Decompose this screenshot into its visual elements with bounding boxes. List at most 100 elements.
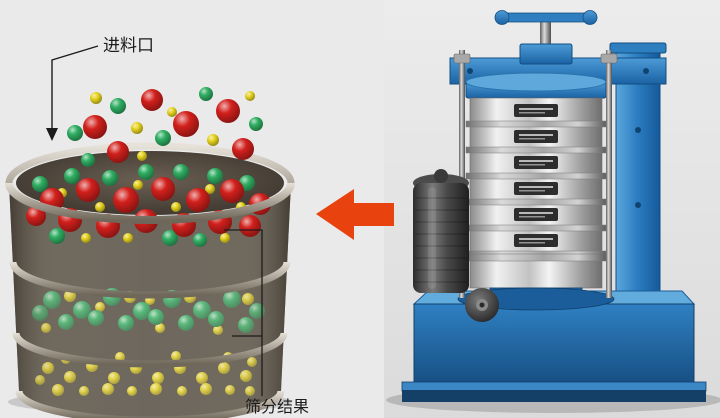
ball-red	[113, 187, 139, 213]
ball-green	[81, 153, 95, 167]
ball-yellow	[137, 151, 147, 161]
ball-green	[138, 164, 154, 180]
clamp-handle-ball-right	[582, 10, 598, 25]
motor-highlight	[428, 187, 436, 289]
sieve-rim-band	[465, 172, 607, 180]
ball-green	[110, 98, 126, 114]
motor-cap	[434, 169, 448, 183]
support-column	[615, 49, 661, 293]
sieve-label-plate	[514, 104, 558, 117]
feed-inlet-label: 进料口	[103, 36, 154, 55]
sieve-rim-band	[465, 198, 607, 206]
bottom-rim	[15, 390, 285, 418]
sieve-label-text-line	[519, 138, 545, 140]
sieve-label-plate	[514, 208, 558, 221]
feed-inlet-arrowhead	[46, 128, 58, 141]
ball-red	[186, 188, 210, 212]
base-front	[413, 303, 695, 385]
ball-red	[216, 99, 240, 123]
ball-yellow	[95, 202, 105, 212]
ball-green	[249, 117, 263, 131]
result-bracket-lower	[232, 335, 263, 396]
ball-green	[199, 87, 213, 101]
eccentric-bolt	[479, 302, 485, 308]
sieve-label-text-line	[519, 242, 545, 244]
screening-result-label: 筛分结果	[245, 397, 309, 416]
ball-red	[107, 141, 129, 163]
sieve-label-plate	[514, 130, 558, 143]
sieve-illustration	[5, 87, 295, 418]
ball-green	[32, 176, 48, 192]
ball-red	[83, 115, 107, 139]
ball-red	[220, 179, 244, 203]
sieve-label-text-line	[519, 108, 553, 110]
ball-yellow	[131, 122, 143, 134]
beam-bolt	[643, 68, 649, 74]
sieve-label-text-line	[519, 190, 545, 192]
ball-green	[102, 170, 118, 186]
ball-yellow	[90, 92, 102, 104]
motor-ribs	[415, 197, 467, 283]
result-bracket-upper	[224, 229, 263, 336]
ball-yellow	[81, 233, 91, 243]
clamp-stem	[540, 20, 551, 48]
base-flange	[402, 390, 706, 402]
ball-red	[141, 89, 163, 111]
sieve-label-text-line	[519, 134, 553, 136]
feed-inlet-leader	[51, 45, 99, 130]
middle-rim	[9, 261, 291, 299]
sieve-label-plate	[514, 156, 558, 169]
ball-red	[151, 177, 175, 201]
guide-rod-right	[606, 50, 612, 298]
column-bolt	[635, 127, 641, 133]
ball-green	[64, 168, 80, 184]
column-cap	[609, 42, 667, 54]
sieve-lid-top	[465, 72, 607, 92]
ball-red	[76, 178, 100, 202]
ball-yellow	[205, 184, 215, 194]
rod-nut-left	[453, 53, 471, 64]
sieve-label-text-line	[519, 186, 553, 188]
falling-balls	[67, 87, 263, 167]
sieve-rim-band	[465, 224, 607, 232]
ball-green	[193, 233, 207, 247]
sieve-label-text-line	[519, 212, 553, 214]
ball-red	[173, 111, 199, 137]
sieve-rim-band	[465, 120, 607, 128]
ball-yellow	[245, 91, 255, 101]
guide-rod-left	[459, 50, 465, 298]
ball-yellow	[171, 202, 181, 212]
lower-rim	[12, 332, 288, 368]
ball-yellow	[207, 134, 219, 146]
rod-nut-right	[600, 53, 618, 64]
sieve-rim-band	[465, 146, 607, 154]
sieve-label-text-line	[519, 216, 545, 218]
base-flange-lip	[401, 381, 707, 392]
sieve-label-text-line	[519, 238, 553, 240]
clamp-block	[519, 43, 573, 65]
column-bolt	[635, 202, 641, 208]
sieve-label-text-line	[519, 112, 545, 114]
annotations: 进料口 筛分结果	[46, 36, 309, 416]
direction-arrow	[316, 189, 394, 240]
ball-green	[155, 130, 171, 146]
ball-green	[162, 230, 178, 246]
beam-bolt	[467, 68, 473, 74]
sieve-label-text-line	[519, 164, 545, 166]
top-rim-front	[5, 182, 295, 224]
clamp-handle-bar	[501, 12, 591, 23]
ball-yellow	[123, 233, 133, 243]
ball-green	[173, 164, 189, 180]
ball-red	[239, 215, 261, 237]
sieve-label-text-line	[519, 160, 553, 162]
clamp-handle-ball-left	[494, 10, 510, 25]
sieve-label-plate	[514, 182, 558, 195]
ball-green	[49, 228, 65, 244]
ball-yellow	[133, 180, 143, 190]
ball-yellow	[220, 233, 230, 243]
ball-green	[67, 125, 83, 141]
motor-body	[413, 183, 469, 293]
pan-rim	[465, 253, 607, 262]
ball-green	[207, 168, 223, 184]
